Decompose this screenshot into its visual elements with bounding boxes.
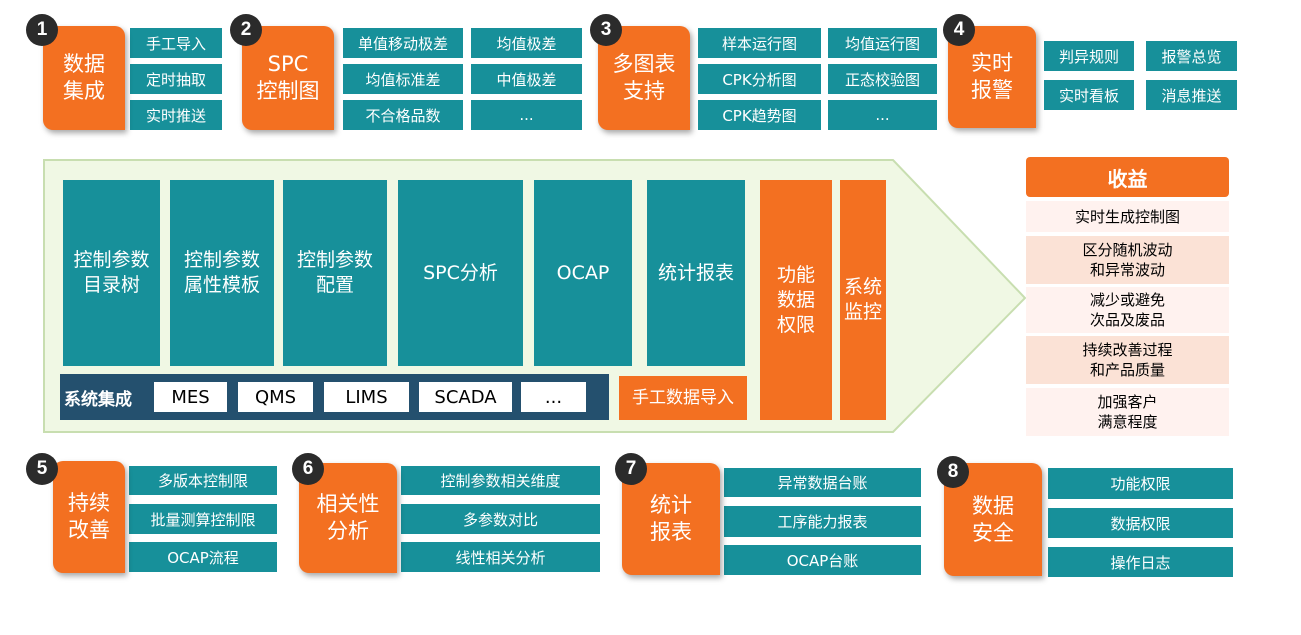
feature-item: 定时抽取 — [130, 64, 222, 94]
feature-number-badge: 1 — [26, 14, 58, 46]
feature-item: 多参数对比 — [401, 504, 600, 534]
feature-title: 数据 安全 — [944, 463, 1042, 576]
module-parameter-config: 控制参数 配置 — [283, 180, 387, 366]
manual-data-import: 手工数据导入 — [619, 376, 747, 420]
feature-item: ... — [828, 100, 937, 130]
feature-item: OCAP流程 — [129, 542, 277, 572]
module-parameter-attribute-template: 控制参数 属性模板 — [170, 180, 274, 366]
feature-number-badge: 8 — [937, 456, 969, 488]
feature-title: 持续 改善 — [53, 461, 125, 573]
feature-number-badge: 4 — [943, 14, 975, 46]
feature-title: SPC 控制图 — [242, 26, 334, 130]
benefit-item: 持续改善过程 和产品质量 — [1026, 336, 1229, 384]
feature-title: 数据 集成 — [43, 26, 125, 130]
benefit-item: 实时生成控制图 — [1026, 201, 1229, 232]
feature-number-badge: 6 — [292, 453, 324, 485]
feature-item: 数据权限 — [1048, 508, 1233, 538]
feature-item: 线性相关分析 — [401, 542, 600, 572]
feature-item: 手工导入 — [130, 28, 222, 58]
feature-item: 均值极差 — [471, 28, 582, 58]
feature-item: 均值标准差 — [343, 64, 463, 94]
module-function-data-permission: 功能 数据 权限 — [760, 180, 832, 420]
module-system-monitor: 系统 监控 — [840, 180, 886, 420]
feature-item: 功能权限 — [1048, 468, 1233, 499]
system-mes: MES — [154, 382, 227, 412]
system-lims: LIMS — [324, 382, 409, 412]
feature-item: 控制参数相关维度 — [401, 466, 600, 495]
feature-item: ... — [471, 100, 582, 130]
feature-number-badge: 2 — [230, 14, 262, 46]
system-integration-label: 系统集成 — [64, 389, 132, 410]
feature-item: 消息推送 — [1146, 80, 1237, 110]
feature-item: 异常数据台账 — [724, 468, 921, 497]
module-statistics-report: 统计报表 — [647, 180, 745, 366]
feature-item: 实时看板 — [1044, 80, 1134, 110]
feature-item: 不合格品数 — [343, 100, 463, 130]
feature-item: 正态校验图 — [828, 64, 937, 94]
feature-item: 工序能力报表 — [724, 506, 921, 537]
feature-item: 单值移动极差 — [343, 28, 463, 58]
module-ocap: OCAP — [534, 180, 632, 366]
system-qms: QMS — [238, 382, 313, 412]
feature-number-badge: 3 — [590, 14, 622, 46]
feature-item: 样本运行图 — [698, 28, 821, 58]
feature-item: 均值运行图 — [828, 28, 937, 58]
system-more: ... — [521, 382, 586, 412]
module-parameter-catalog-tree: 控制参数 目录树 — [63, 180, 160, 366]
feature-item: 操作日志 — [1048, 547, 1233, 577]
feature-item: OCAP台账 — [724, 545, 921, 575]
feature-item: CPK分析图 — [698, 64, 821, 94]
feature-item: 实时推送 — [130, 100, 222, 130]
system-scada: SCADA — [419, 382, 512, 412]
feature-item: 中值极差 — [471, 64, 582, 94]
feature-number-badge: 7 — [615, 453, 647, 485]
feature-item: 多版本控制限 — [129, 466, 277, 495]
benefit-item: 减少或避免 次品及废品 — [1026, 287, 1229, 333]
benefits-title: 收益 — [1026, 157, 1229, 197]
benefit-item: 区分随机波动 和异常波动 — [1026, 236, 1229, 284]
feature-item: 判异规则 — [1044, 41, 1134, 71]
feature-item: 批量测算控制限 — [129, 504, 277, 534]
feature-number-badge: 5 — [26, 453, 58, 485]
feature-item: CPK趋势图 — [698, 100, 821, 130]
module-spc-analysis: SPC分析 — [398, 180, 523, 366]
benefit-item: 加强客户 满意程度 — [1026, 388, 1229, 436]
feature-item: 报警总览 — [1146, 41, 1237, 71]
system-integration-bar: 系统集成 MES QMS LIMS SCADA ... — [60, 374, 609, 420]
